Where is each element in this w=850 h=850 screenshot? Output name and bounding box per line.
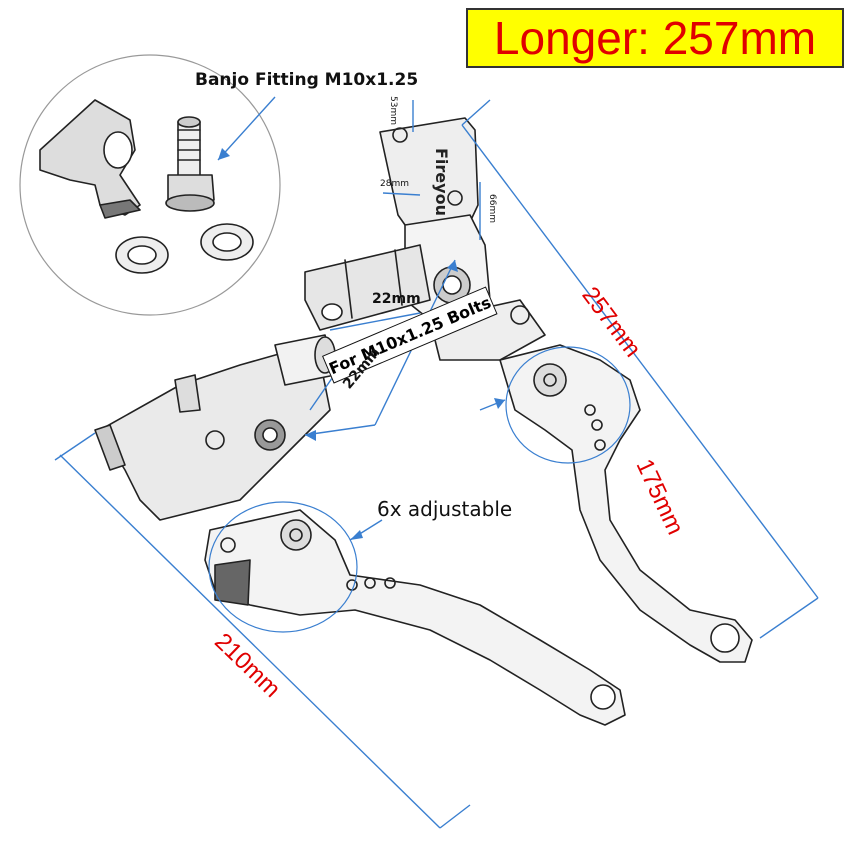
clutch-lever — [204, 509, 626, 726]
adjustable-label: 6x adjustable — [377, 497, 513, 521]
length-banner-text: Longer: 257mm — [493, 12, 817, 64]
banjo-inset — [19, 54, 281, 316]
dim-28: 28mm — [380, 179, 409, 189]
dim-22-upper: 22mm — [372, 291, 421, 307]
arrow-heads — [218, 148, 505, 540]
banjo-fitting-label: Banjo Fitting M10x1.25 — [195, 70, 419, 90]
dim-53: 53mm — [388, 96, 398, 125]
brake-lever — [499, 344, 753, 663]
reservoir-logo: Fireyou — [432, 148, 451, 216]
adjuster-callouts — [208, 346, 631, 633]
length-banner: Longer: 257mm — [466, 8, 844, 68]
clutch-perch — [94, 334, 336, 521]
dim-66: 66mm — [487, 194, 497, 223]
